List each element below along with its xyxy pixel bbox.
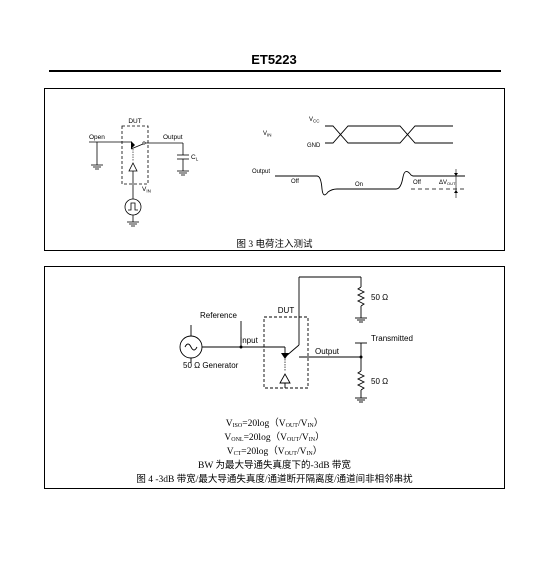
- dut-label: DUT: [278, 306, 295, 315]
- open-label: Open: [89, 134, 105, 141]
- resistor-bottom-label: 50 Ω: [371, 377, 388, 386]
- formula-vct: VCT=20log（VOUT/VIN）: [226, 447, 323, 457]
- output-label: Output: [163, 134, 183, 141]
- resistor-top-icon: [356, 286, 366, 307]
- figure-4-bandwidth: 50 Ω Generator Reference Input DUT Outpu…: [44, 266, 505, 489]
- switch-contact: [284, 344, 300, 358]
- on-label: On: [355, 182, 363, 188]
- buffer-icon: [128, 162, 138, 172]
- resistor-bottom-icon: [356, 370, 366, 391]
- output-label: Output: [315, 347, 340, 356]
- switch-arrow-icon: [131, 141, 135, 149]
- header-rule: [49, 70, 501, 72]
- reference-label: Reference: [200, 311, 237, 320]
- cl-label: CL: [191, 154, 199, 162]
- generator-label: 50 Ω Generator: [183, 361, 239, 370]
- buffer-icon: [279, 373, 291, 384]
- figure-3-caption: 图 3 电荷注入测试: [236, 240, 313, 250]
- vin-waveform: [325, 125, 453, 144]
- dut-label: DUT: [128, 118, 141, 125]
- figure-3-charge-injection: DUT Open Output VIN CL V: [44, 88, 505, 251]
- vin-wave-label: VIN: [263, 131, 272, 138]
- off-label-1: Off: [291, 179, 299, 185]
- formula-vonl: VONL=20log（VOUT/VIN）: [224, 433, 325, 443]
- delta-vout-label: ΔVOUT: [439, 180, 456, 186]
- figure-4-caption: 图 4 -3dB 带宽/最大导通失真度/通道断开隔离度/通道间非相邻串扰: [136, 475, 413, 485]
- off-label-2: Off: [413, 180, 421, 186]
- input-label: Input: [240, 336, 259, 345]
- switch-arrow-icon: [281, 353, 289, 359]
- output-waveform: [275, 171, 465, 196]
- bw-note: BW 为最大导通失真度下的-3dB 带宽: [198, 461, 351, 471]
- pulse-source-icon: [124, 198, 142, 216]
- figure-3-diagram: DUT Open Output VIN CL V: [89, 117, 465, 227]
- gnd-label: GND: [307, 143, 321, 149]
- output-wave-label: Output: [252, 169, 270, 175]
- figure-4-diagram: 50 Ω Generator Reference Input DUT Outpu…: [179, 276, 413, 403]
- switch-contact: [130, 143, 144, 150]
- vin-label: VIN: [142, 186, 151, 194]
- dut-box: [263, 316, 309, 389]
- resistor-top-label: 50 Ω: [371, 293, 388, 302]
- vcc-label: VCC: [309, 117, 320, 124]
- transmitted-label: Transmitted: [371, 334, 413, 343]
- formula-viso: VISO=20log（VOUT/VIN）: [225, 419, 324, 429]
- dut-box: [121, 125, 149, 185]
- page-title: ET5223: [251, 52, 297, 67]
